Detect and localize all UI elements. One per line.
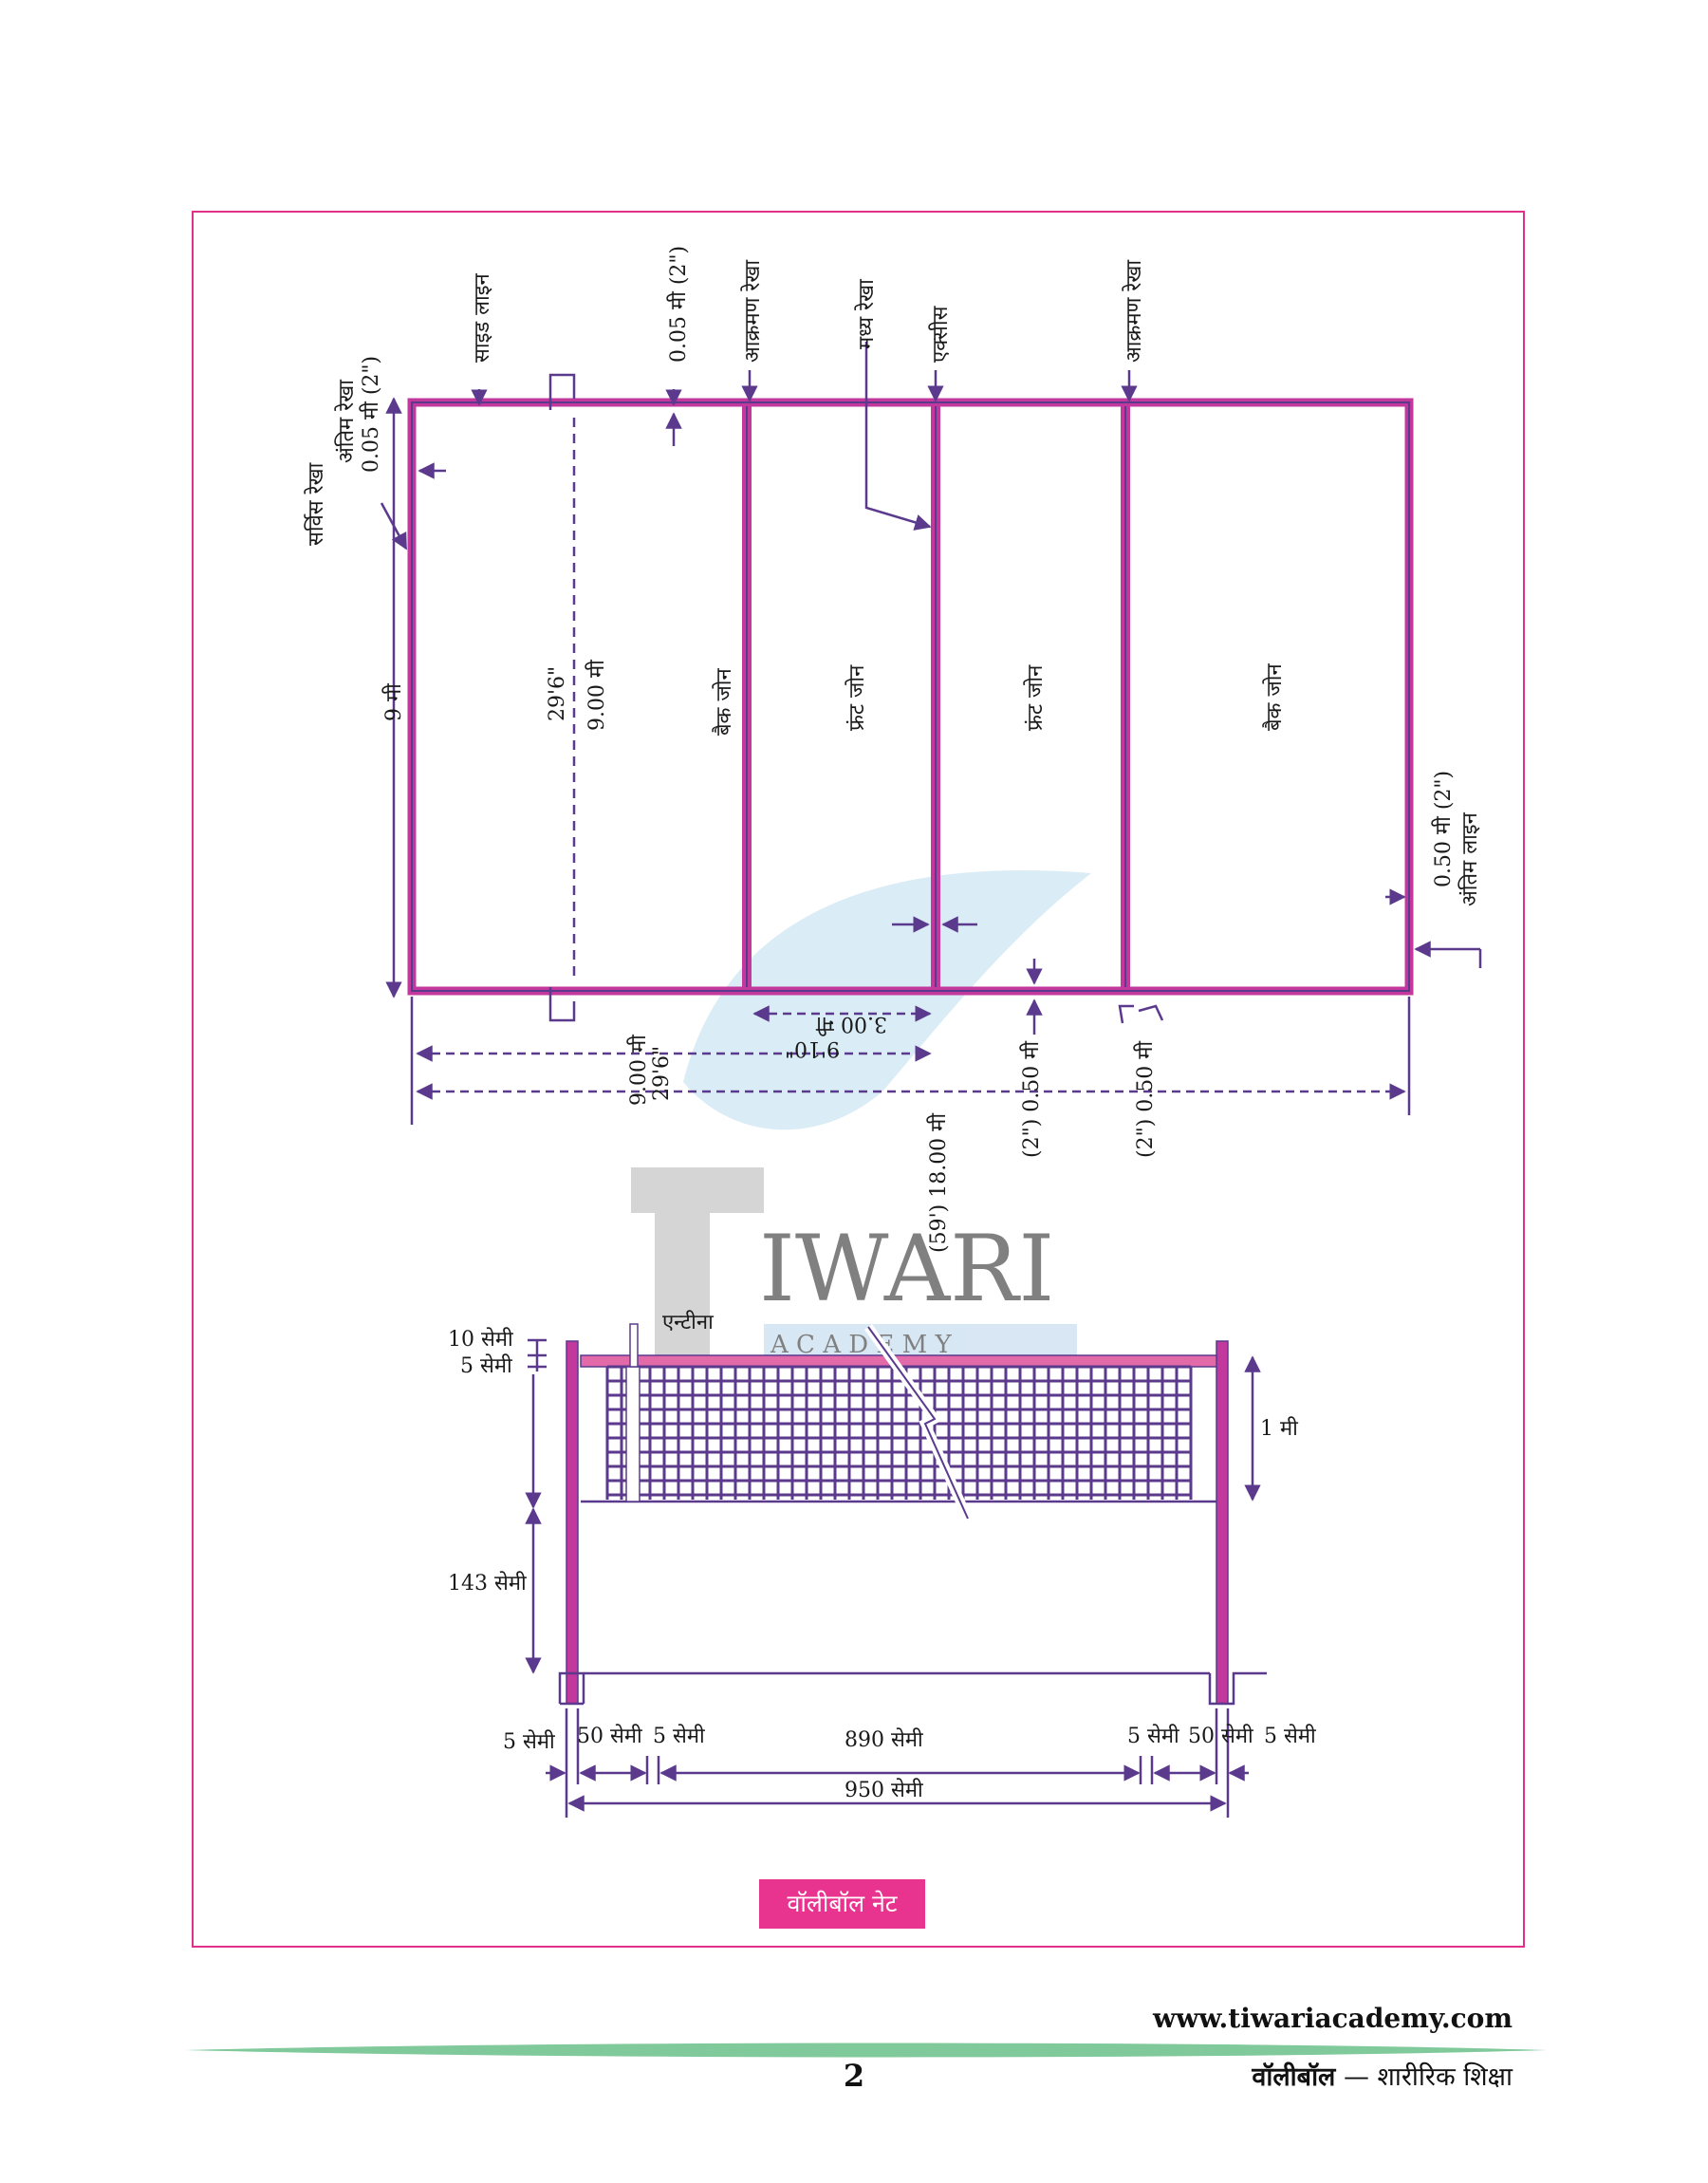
width-m-label: 9.00 मी <box>585 660 609 731</box>
post-left <box>566 1340 579 1705</box>
top-5cm-label: 5 सेमी <box>460 1353 512 1378</box>
attack-line-left-label: आक्रमण रेखा <box>740 260 765 363</box>
dim-18m-label: (59') 18.00 मी <box>926 1113 951 1253</box>
back-zone-left-label: बैक जोन <box>712 668 736 736</box>
volleyball-net <box>558 1323 1267 1706</box>
front-zone-right-label: फ्रंट जोन <box>1023 664 1048 731</box>
footer-title: वॉलीबॉल — शारीरिक शिक्षा <box>1252 2058 1513 2093</box>
dim-050-right-label: (2") 0.50 मी <box>1133 1041 1158 1158</box>
dim-296-bottom-label: 29'6" <box>650 1046 674 1101</box>
antenna <box>629 1323 639 1368</box>
axis-label: एक्सीस <box>928 305 953 363</box>
right-end-label: अंतिम लाइन <box>1457 812 1482 906</box>
service-line-label: सर्विस रेखा <box>304 462 328 546</box>
height-1m-label: 1 मी <box>1260 1416 1298 1441</box>
court <box>407 398 1414 996</box>
court-dimensions <box>380 342 1482 1125</box>
dim-9m-bottom-label: 9.00 मी <box>626 1035 651 1106</box>
dim-910-label: 9'10" <box>785 1036 840 1060</box>
height-143-label: 143 सेमी <box>448 1571 527 1595</box>
watermark-brand: IWARI <box>759 1216 1054 1322</box>
dim-3m-label: 3.00 मी <box>816 1012 887 1036</box>
dim-050-left-label: (2") 0.50 मी <box>1019 1041 1044 1158</box>
net-labels: एन्टीना 10 सेमी 5 सेमी 1 मी 143 सेमी 5 स… <box>448 1310 1316 1802</box>
end-line-label: अंतिम रेखा <box>334 380 359 463</box>
footer-subject: वॉलीबॉल <box>1252 2062 1336 2092</box>
post-right <box>1216 1340 1229 1705</box>
website-link[interactable]: www.tiwariacademy.com <box>1153 2003 1513 2034</box>
antenna-strip <box>625 1366 640 1502</box>
attack-line-right-label: आक्रमण रेखा <box>1122 260 1146 363</box>
bottom-5cm-inner-right-label: 5 सेमी <box>1127 1724 1179 1748</box>
court-labels: साइड लाइन 0.05 मी (2") आक्रमण रेखा मध्य … <box>304 246 1482 1253</box>
bottom-5cm-inner-left-label: 5 सेमी <box>653 1724 705 1748</box>
end-line-width-label: 0.05 मी (2") <box>359 356 383 473</box>
footer-rule <box>185 2043 1547 2058</box>
line-width-top-label: 0.05 मी (2") <box>666 246 691 363</box>
antenna-label: एन्टीना <box>662 1310 714 1334</box>
bottom-5cm-right-label: 5 सेमी <box>1264 1724 1316 1748</box>
right-end-width-label: 0.50 मी (2") <box>1431 771 1456 887</box>
bottom-50cm-left-label: 50 सेमी <box>577 1724 642 1748</box>
net-mesh <box>605 1365 1193 1500</box>
page-number: 2 <box>843 2058 865 2094</box>
side-line-label: साइड लाइन <box>471 272 494 363</box>
bottom-950-label: 950 सेमी <box>845 1778 923 1802</box>
bottom-890-label: 890 सेमी <box>845 1727 923 1752</box>
center-line-label: मध्य रेखा <box>854 279 879 349</box>
back-zone-right-label: बैक जोन <box>1262 663 1287 731</box>
bottom-5cm-left-label: 5 सेमी <box>503 1729 555 1754</box>
front-zone-left-label: फ्रंट जोन <box>845 664 869 731</box>
figure-frame <box>192 211 1525 1948</box>
footer-subject-rest: — शारीरिक शिक्षा <box>1335 2062 1513 2092</box>
width-9m-label: 9 मी <box>381 683 406 721</box>
bottom-50cm-right-label: 50 सेमी <box>1188 1724 1253 1748</box>
width-ft-label: 29'6" <box>546 666 569 721</box>
net-dimensions <box>525 1338 1261 1818</box>
watermark-sub: A C A D E M Y <box>770 1331 952 1359</box>
figure-caption: वॉलीबॉल नेट <box>759 1879 925 1929</box>
top-10cm-label: 10 सेमी <box>448 1327 513 1352</box>
